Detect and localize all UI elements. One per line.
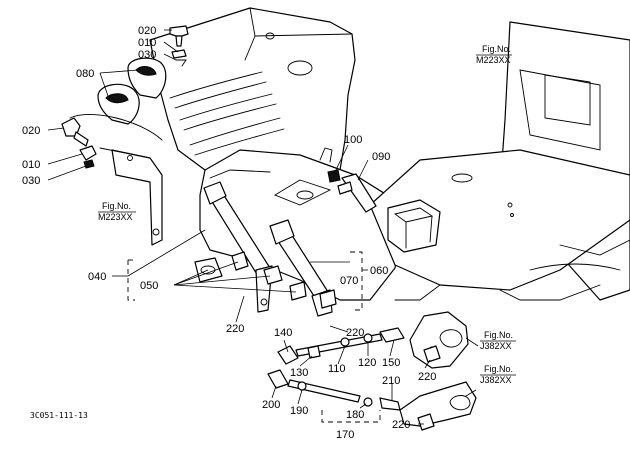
fig-ref-title: Fig.No.	[482, 44, 511, 54]
label-210: 210	[382, 375, 400, 387]
label-140: 140	[274, 327, 292, 339]
knob-020-left	[61, 113, 163, 169]
label-060: 060	[370, 265, 388, 277]
plate-lower	[399, 381, 477, 431]
label-220-d: 220	[392, 419, 410, 431]
label-170: 170	[336, 429, 354, 441]
fig-ref-title: Fig.No.	[484, 364, 513, 374]
label-030-top: 030	[138, 49, 156, 61]
part-100-090	[327, 169, 377, 213]
leader-lines	[47, 29, 479, 425]
label-220-b: 220	[346, 327, 364, 339]
label-110: 110	[328, 363, 346, 375]
label-070: 070	[340, 275, 358, 287]
knob-080-b	[97, 83, 140, 125]
fig-ref-title: Fig.No.	[102, 201, 131, 211]
label-220-c: 220	[418, 371, 436, 383]
label-120: 120	[358, 357, 376, 369]
label-010-left: 010	[22, 159, 40, 171]
label-100: 100	[344, 134, 362, 146]
label-090: 090	[372, 151, 390, 163]
label-220-a: 220	[226, 323, 244, 335]
knob-020-top	[169, 25, 189, 67]
fig-ref-number: J382XX	[480, 375, 512, 385]
fig-ref-right-lower: Fig.No. J382XX	[480, 364, 516, 385]
plate-upper	[409, 311, 469, 369]
label-190: 190	[290, 405, 308, 417]
fig-ref-number: M223XX	[98, 212, 133, 222]
rod-110	[277, 327, 405, 365]
part-labels: 020 010 030 080 020 010 030 100 090 040 …	[22, 25, 436, 441]
fig-ref-number: M223XX	[476, 55, 511, 65]
drawing-code: 3C051-111-13	[30, 411, 88, 420]
label-200: 200	[262, 399, 280, 411]
fig-ref-top-right: Fig.No. M223XX	[476, 44, 512, 65]
label-030-left: 030	[22, 175, 40, 187]
label-130: 130	[290, 367, 308, 379]
floor-frame	[369, 21, 630, 301]
bracket	[99, 147, 163, 246]
label-050: 050	[140, 280, 158, 292]
rod-170	[267, 369, 401, 411]
group-brackets	[127, 251, 381, 423]
fig-ref-title: Fig.No.	[484, 330, 513, 340]
label-150: 150	[382, 357, 400, 369]
label-010-top: 010	[138, 37, 156, 49]
label-180: 180	[346, 409, 364, 421]
pivot-rods	[194, 251, 337, 309]
label-020-top: 020	[138, 25, 156, 37]
knob-080-a	[127, 57, 167, 99]
fig-ref-left: Fig.No. M223XX	[98, 201, 136, 222]
fig-ref-number: J382XX	[480, 341, 512, 351]
label-040: 040	[88, 271, 106, 283]
label-080: 080	[76, 68, 94, 80]
fig-ref-right-upper: Fig.No. J382XX	[480, 330, 516, 351]
label-020-left: 020	[22, 125, 40, 137]
